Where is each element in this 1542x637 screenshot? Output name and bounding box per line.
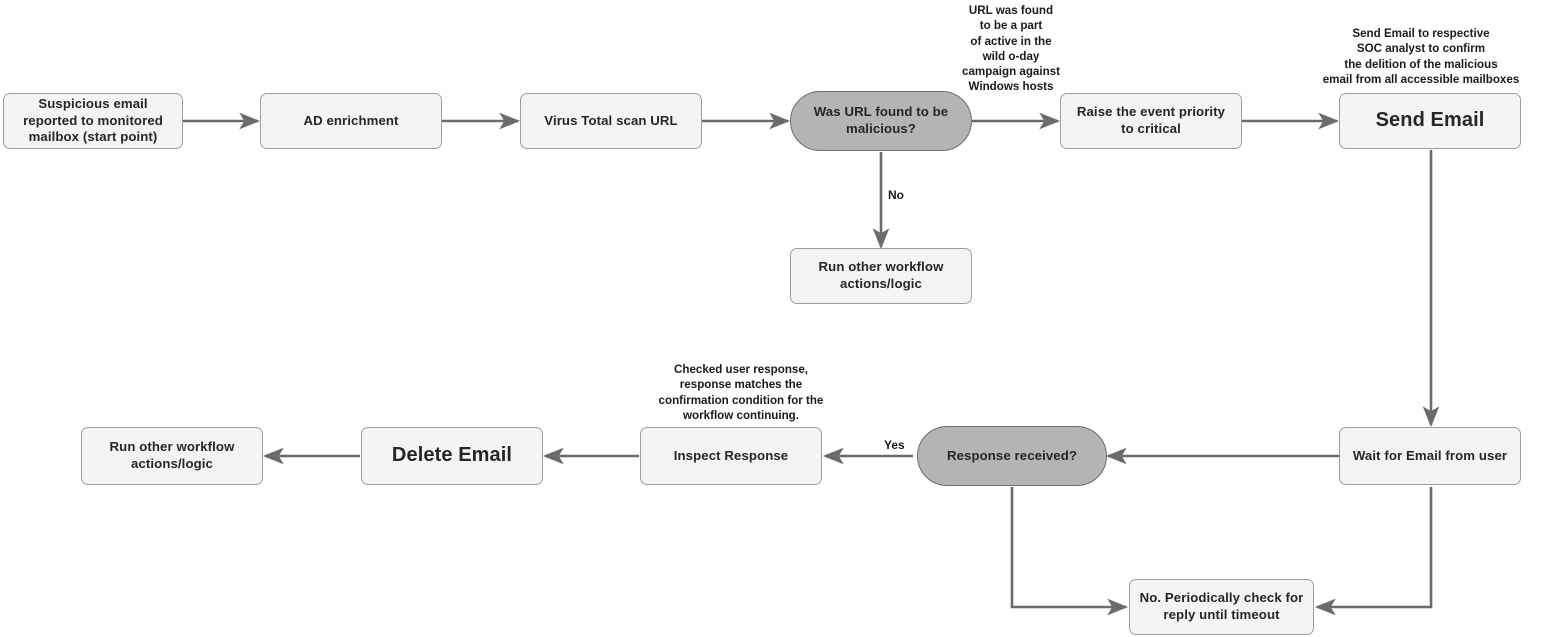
node-run-other-workflow-bottom-label: Run other workflow actions/logic [109,439,235,471]
node-wait-for-email[interactable]: Wait for Email from user [1339,427,1521,485]
note-url-campaign: URL was found to be a part of active in … [962,4,1060,94]
node-delete-email-label: Delete Email [391,444,513,467]
edge-label-yes: Yes [884,438,905,452]
node-periodic-check-label: No. Periodically check for reply until t… [1139,590,1304,622]
note-inspect-response-condition: Checked user response, response matches … [658,363,824,422]
node-was-url-malicious-label: Was URL found to be malicious? [813,104,949,136]
edge-response-to-periodic [1010,487,1129,616]
node-virus-total-scan[interactable]: Virus Total scan URL [520,93,702,149]
node-was-url-malicious[interactable]: Was URL found to be malicious? [790,91,972,151]
node-wait-for-email-label: Wait for Email from user [1352,447,1508,463]
node-inspect-response[interactable]: Inspect Response [640,427,822,485]
node-raise-priority-label: Raise the event priority to critical [1076,104,1226,136]
node-start-label: Suspicious email reported to monitored m… [23,95,163,145]
node-inspect-response-label: Inspect Response [673,447,789,463]
node-response-received-label: Response received? [946,447,1078,463]
node-run-other-workflow-top-label: Run other workflow actions/logic [818,259,944,291]
node-delete-email[interactable]: Delete Email [361,427,543,485]
edge-label-no: No [888,188,904,202]
node-virus-total-scan-label: Virus Total scan URL [544,112,678,128]
node-ad-enrichment-label: AD enrichment [303,112,399,128]
node-response-received[interactable]: Response received? [917,426,1107,486]
node-ad-enrichment[interactable]: AD enrichment [260,93,442,149]
node-run-other-workflow-bottom[interactable]: Run other workflow actions/logic [81,427,263,485]
node-run-other-workflow-top[interactable]: Run other workflow actions/logic [790,248,972,304]
node-start[interactable]: Suspicious email reported to monitored m… [3,93,183,149]
node-raise-priority[interactable]: Raise the event priority to critical [1060,93,1242,149]
node-send-email[interactable]: Send Email [1339,93,1521,149]
edge-wait-to-periodic [1314,487,1433,616]
node-send-email-label: Send Email [1375,109,1485,132]
note-send-email-confirmation: Send Email to respective SOC analyst to … [1322,27,1520,86]
node-periodic-check[interactable]: No. Periodically check for reply until t… [1129,579,1314,635]
